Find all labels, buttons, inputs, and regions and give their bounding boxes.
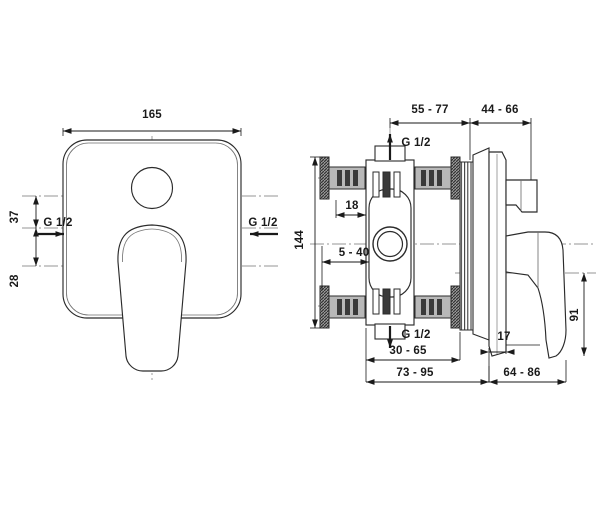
dim-540-group	[321, 246, 369, 290]
upper-flange-right-plate	[450, 156, 461, 200]
dim-label-g12-bottom: G 1/2	[401, 329, 430, 341]
lever-handle-highlight-left	[122, 228, 153, 263]
lever-handle-highlight-right	[151, 228, 182, 263]
dim-label-91: 91	[569, 308, 581, 321]
upper-pipe-rib-1	[337, 170, 342, 186]
sleeve-body	[472, 147, 490, 341]
valve-port-boss-um	[382, 171, 391, 198]
diverter-button-circle	[130, 166, 174, 210]
threaded-sleeve	[459, 147, 490, 341]
lower-inlet-flange	[319, 285, 461, 329]
dim-label-165: 165	[142, 109, 162, 121]
dim-label-55-77: 55 - 77	[411, 104, 448, 116]
dim-label-17: 17	[497, 331, 510, 343]
lever-handle-side	[505, 231, 567, 359]
dim-label-144: 144	[294, 230, 306, 250]
lower-pipe-rib-5	[429, 299, 434, 315]
upper-flange-left-plate	[319, 156, 330, 200]
diverter-button	[130, 166, 174, 210]
dim-label-28: 28	[9, 274, 21, 287]
dim-6486-group	[488, 360, 567, 385]
lower-pipe-rib-3	[353, 299, 358, 315]
lever-handle-outline	[117, 224, 187, 372]
front-view	[22, 128, 280, 380]
dim-label-g12-right: G 1/2	[248, 217, 277, 229]
escutcheon-inner-outline	[66, 142, 238, 316]
escutcheon-side	[488, 151, 507, 357]
lower-pipe-rib-2	[345, 299, 350, 315]
upper-pipe-rib-6	[437, 170, 442, 186]
valve-outlet-ring-inner	[376, 230, 404, 258]
valve-port-boss-ll	[372, 288, 380, 315]
diverter-knob-side	[505, 179, 538, 213]
dim-165-group	[62, 128, 242, 136]
dim-label-18: 18	[345, 200, 359, 212]
dim-label-64-86: 64 - 86	[503, 367, 540, 379]
upper-pipe-rib-4	[421, 170, 426, 186]
side-section-view	[310, 118, 596, 385]
valve-port-boss-lm	[382, 288, 391, 315]
upper-inlet-flange	[319, 156, 461, 200]
dim-18-group	[335, 200, 366, 218]
dim-label-30-65: 30 - 65	[389, 345, 427, 357]
lever-handle	[117, 224, 187, 372]
lever-handle-side-profile	[505, 231, 567, 359]
dim-label-g12-top: G 1/2	[401, 137, 430, 149]
upper-pipe-rib-3	[353, 170, 358, 186]
valve-port-boss-lr	[393, 288, 401, 315]
lower-flange-right-plate	[450, 285, 461, 329]
lower-pipe-rib-6	[437, 299, 442, 315]
escutcheon-side-profile	[488, 151, 507, 357]
dim-label-37: 37	[9, 211, 21, 224]
lower-pipe-rib-4	[421, 299, 426, 315]
dimension-labels: 165 37 28 G 1/2 G 1/2 55 - 77 44 - 66 G …	[9, 104, 581, 379]
dim-17-group	[480, 336, 540, 355]
upper-pipe-rib-2	[345, 170, 350, 186]
dim-3065-group	[365, 328, 461, 363]
sleeve-thread-band	[459, 161, 474, 331]
dim-label-44-66: 44 - 66	[481, 104, 518, 116]
dim-top-group	[389, 118, 532, 180]
dim-label-5-40: 5 - 40	[339, 247, 370, 259]
dim-label-73-95: 73 - 95	[396, 367, 434, 379]
diverter-knob-profile	[505, 179, 538, 213]
lower-pipe-rib-1	[337, 299, 342, 315]
valve-body	[365, 145, 415, 340]
dim-144-group	[310, 156, 320, 329]
valve-port-boss-ul	[372, 171, 380, 198]
valve-port-boss-ur	[393, 171, 401, 198]
upper-pipe-rib-5	[429, 170, 434, 186]
lower-flange-left-plate	[319, 285, 330, 329]
dim-label-g12-left: G 1/2	[43, 217, 72, 229]
